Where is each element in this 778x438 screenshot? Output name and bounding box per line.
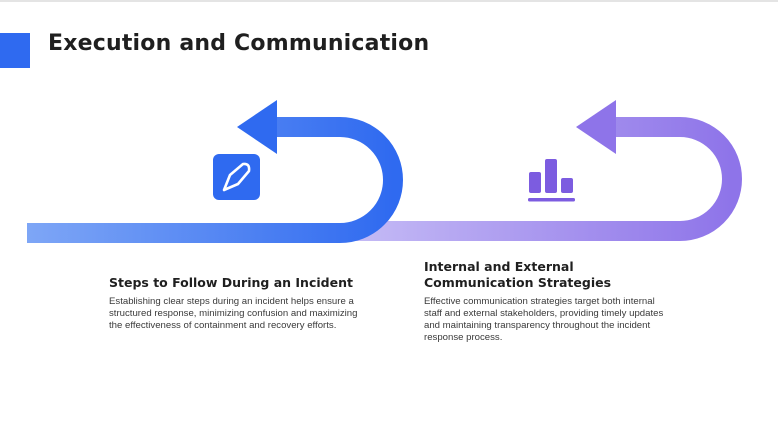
title-accent-bar — [0, 33, 30, 68]
step-body: Establishing clear steps during an incid… — [109, 296, 358, 331]
step-body: Effective communication strategies targe… — [424, 296, 664, 343]
bar-chart-icon — [528, 159, 575, 202]
blue-arrow-body — [27, 117, 403, 243]
step-communication-strategies: Internal and External Communication Stra… — [424, 259, 664, 344]
step-heading: Steps to Follow During an Incident — [109, 275, 353, 290]
purple-arrow-body — [356, 117, 742, 241]
step-steps-during-incident: Steps to Follow During an Incident Estab… — [109, 275, 369, 332]
purple-arrow-head — [576, 100, 616, 154]
pencil-icon — [213, 154, 260, 200]
step-heading: Internal and External Communication Stra… — [424, 259, 612, 290]
top-border — [0, 0, 778, 2]
blue-arrow-head — [237, 100, 277, 154]
page-title: Execution and Communication — [48, 31, 430, 56]
